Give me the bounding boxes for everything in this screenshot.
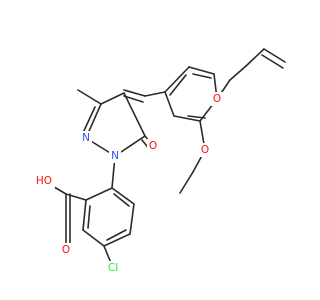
bond-line bbox=[123, 89, 146, 97]
bond-line bbox=[173, 115, 201, 122]
atom-chlorine: Cl bbox=[104, 261, 122, 275]
atom-acid-hydroxyl: HO bbox=[33, 174, 55, 188]
bond-line bbox=[164, 66, 190, 93]
acid-oxygen-label: O bbox=[62, 244, 70, 256]
bond-line bbox=[103, 233, 131, 247]
ketone-oxygen-label: O bbox=[149, 140, 157, 152]
bond-line bbox=[192, 73, 212, 79]
molecule-drawing: O O N N O HO O Cl bbox=[33, 48, 286, 275]
bond-line bbox=[261, 54, 284, 69]
atom-ring-nitrogen-1: N bbox=[80, 131, 92, 145]
bond-line bbox=[82, 229, 105, 247]
bond-line bbox=[123, 95, 144, 103]
bond-line bbox=[263, 48, 286, 63]
bond-line bbox=[129, 203, 135, 235]
atom-allyl-ether-oxygen: O bbox=[211, 92, 223, 106]
ring-nitrogen-1-label: N bbox=[82, 132, 90, 144]
bond-line bbox=[123, 92, 146, 137]
bond-line bbox=[82, 199, 87, 231]
chlorine-label: Cl bbox=[108, 262, 118, 274]
bond-line bbox=[179, 171, 194, 194]
bond-line bbox=[245, 48, 265, 67]
bond-line bbox=[187, 115, 206, 119]
bond-line bbox=[85, 187, 113, 201]
bond-line bbox=[229, 65, 247, 81]
bond-line bbox=[169, 74, 187, 96]
ring-nitrogen-2-label: N bbox=[111, 150, 119, 162]
bond-line bbox=[106, 229, 127, 241]
bond-line bbox=[81, 106, 96, 136]
atom-acid-oxygen: O bbox=[60, 243, 72, 257]
atom-label-layer: O O N N O HO O Cl bbox=[33, 92, 223, 275]
bond-line bbox=[65, 193, 87, 201]
bond-line bbox=[100, 92, 125, 105]
atom-ketone-oxygen: O bbox=[147, 139, 159, 153]
bond-line bbox=[113, 193, 130, 207]
bond-line bbox=[87, 205, 91, 229]
bond-line bbox=[188, 66, 215, 75]
atom-methoxy-oxygen: O bbox=[199, 143, 211, 157]
atom-ring-nitrogen-2: N bbox=[109, 149, 121, 163]
bond-layer bbox=[43, 48, 286, 269]
allyl-ether-oxygen-label: O bbox=[213, 93, 221, 105]
acid-hydroxyl-label: HO bbox=[36, 175, 52, 187]
bond-line bbox=[164, 91, 175, 117]
bond-line bbox=[144, 91, 166, 97]
methoxy-oxygen-label: O bbox=[201, 144, 209, 156]
bond-line bbox=[77, 89, 102, 105]
bond-line bbox=[111, 187, 135, 205]
